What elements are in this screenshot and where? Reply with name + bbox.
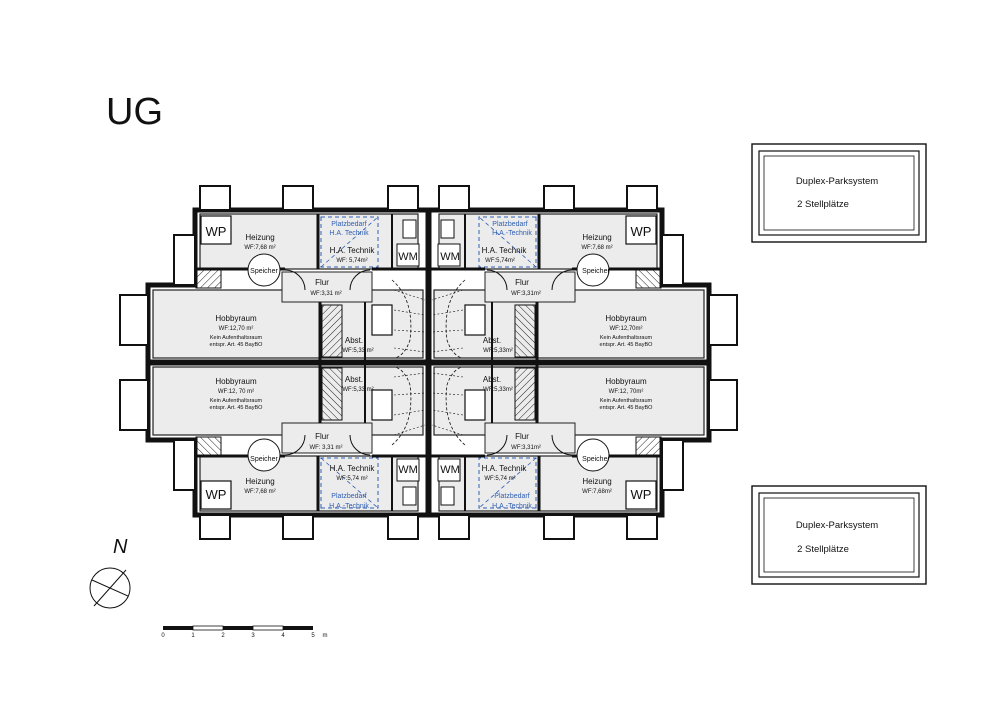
area-heizung: WF:7,68m² [582,489,612,495]
area-abst: WF:5,33 m² [342,348,373,354]
area-hobbyraum: WF:12, 70m² [609,389,644,395]
area-heizung: WF:7,68 m² [581,245,612,251]
ha-technik-blue-label: H.A.-Technik [329,503,369,510]
area-ha-technik: WF:5,74 m² [484,476,515,482]
parking-title: Duplex-Parksystem [796,520,878,531]
room-heizung: Heizung [582,477,611,486]
scale-unit: m [323,633,328,639]
room-ha-technik: H.A. Technik [330,246,376,255]
room-ha-technik: H.A. Technik [482,464,528,473]
area-abst: WF:5,33 m² [342,387,373,393]
scale-tick: 3 [251,633,255,639]
speicher-label: Speicher [582,268,610,275]
scale-tick: 1 [191,633,195,639]
wp-label: WP [631,487,652,502]
hobby-note-2: entspr. Art. 45 BayBO [600,405,654,411]
room-flur: Flur [315,432,329,441]
room-abst: Abst. [483,336,501,345]
unit-2-labels: WP Heizung WF:7,68 m² Platzbedarf H.A.-T… [206,375,418,510]
room-flur: Flur [515,432,529,441]
parking-title: Duplex-Parksystem [796,176,878,187]
room-hobbyraum: Hobbyraum [215,377,257,386]
unit-bottom-right [429,363,737,539]
wp-label: WP [206,224,227,239]
room-heizung: Heizung [245,233,274,242]
area-ha-technik: WF:5,74m² [485,258,515,264]
unit-1-labels: WP Heizung WF:7,68 m² Platzbedarf H.A.-T… [440,221,653,354]
parking-spaces: 2 Stellplätze [797,544,849,555]
platzbedarf-label: Platzbedarf [494,493,529,500]
speicher-label: Speicher [250,268,278,275]
wm-label: WM [440,251,460,263]
room-ha-technik: H.A. Technik [482,246,528,255]
wm-label: WM [398,251,418,263]
north-arrow: N [89,536,131,609]
speicher-label: Speicher [582,456,610,463]
room-hobbyraum: Hobbyraum [215,314,257,323]
unit-3-labels: WP Heizung WF:7,68m² Platzbedarf H.A.-Te… [440,375,653,510]
hobby-note-2: entspr. Art. 45 BayBO [210,405,264,411]
area-ha-technik: WF:5,74 m² [336,476,367,482]
platzbedarf-label: Platzbedarf [331,493,366,500]
ha-technik-blue-label: H.A.-Technik [492,230,532,237]
area-flur: WF: 3,31 m² [309,445,342,451]
platzbedarf-label: Platzbedarf [331,221,366,228]
speicher-label: Speicher [250,456,278,463]
unit-0-labels: WP Heizung WF:7,68 m² Platzbedarf H.A. T… [206,221,418,354]
area-hobbyraum: WF:12, 70 m² [218,389,254,395]
floor-label: UG [106,91,163,133]
room-heizung: Heizung [245,477,274,486]
parking-box-top: Duplex-Parksystem 2 Stellplätze [751,143,927,243]
area-heizung: WF:7,68 m² [244,489,275,495]
scale-tick: 0 [161,633,165,639]
north-label: N [113,536,128,558]
hobby-note-1: Kein Aufenthaltsraum [210,398,263,404]
room-flur: Flur [315,278,329,287]
parking-box-bottom: Duplex-Parksystem 2 Stellplätze [751,485,927,585]
area-flur: WF:3,31 m² [310,291,341,297]
hobby-note-2: entspr. Art. 45 BayBO [600,342,654,348]
room-abst: Abst. [345,336,363,345]
area-abst: WF:5,33m² [483,387,513,393]
scale-bar: 0 1 2 3 4 5 m [161,625,328,639]
area-flur: WF:3,31m² [511,291,541,297]
room-hobbyraum: Hobbyraum [605,314,647,323]
room-ha-technik: H.A. Technik [330,464,376,473]
scale-tick: 5 [311,633,315,639]
area-ha-technik: WF: 5,74m² [336,258,367,264]
room-heizung: Heizung [582,233,611,242]
parking-spaces: 2 Stellplätze [797,199,849,210]
hobby-note-2: entspr. Art. 45 BayBO [210,342,264,348]
area-heizung: WF:7,68 m² [244,245,275,251]
area-abst: WF:5,33m² [483,348,513,354]
ha-technik-blue-label: H.A.-Technik [492,503,532,510]
area-hobbyraum: WF:12,70m² [609,326,642,332]
room-hobbyraum: Hobbyraum [605,377,647,386]
room-flur: Flur [515,278,529,287]
area-flur: WF:3,31m² [511,445,541,451]
wm-label: WM [398,464,418,476]
platzbedarf-label: Platzbedarf [492,221,527,228]
wp-label: WP [206,487,227,502]
wp-label: WP [631,224,652,239]
scale-tick: 2 [221,633,225,639]
wm-label: WM [440,464,460,476]
scale-tick: 4 [281,633,285,639]
ha-technik-blue-label: H.A. Technik [329,230,369,237]
hobby-note-1: Kein Aufenthaltsraum [600,398,653,404]
room-abst: Abst. [345,375,363,384]
area-hobbyraum: WF:12,70 m² [219,326,254,332]
unit-bottom-left [120,363,428,539]
hobby-note-1: Kein Aufenthaltsraum [210,335,263,341]
hobby-note-1: Kein Aufenthaltsraum [600,335,653,341]
room-abst: Abst. [483,375,501,384]
